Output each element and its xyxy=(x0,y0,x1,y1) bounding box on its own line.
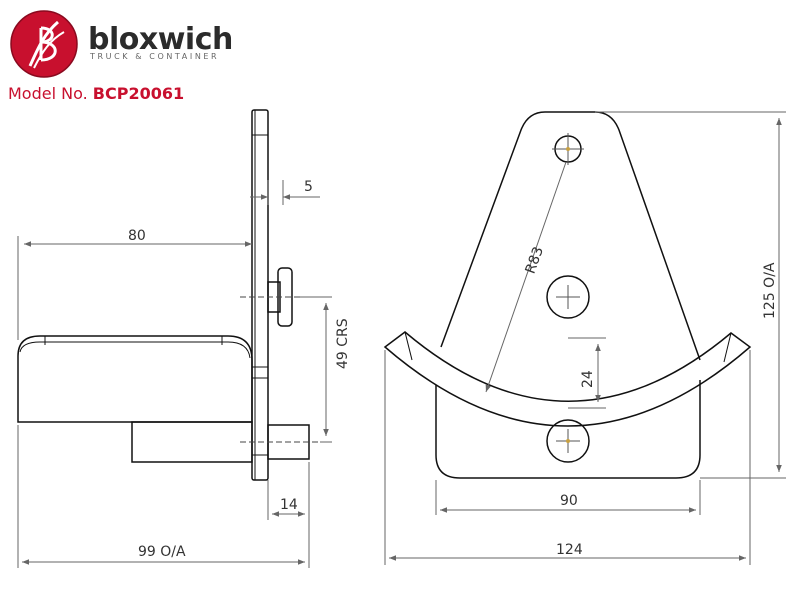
model-line: Model No. BCP20061 xyxy=(8,84,184,103)
bloxwich-logo-icon xyxy=(10,10,78,78)
side-dimensions xyxy=(17,180,332,568)
dim-overall-height: 125 O/A xyxy=(762,262,778,319)
brand-tagline: TRUCK & CONTAINER xyxy=(90,52,220,61)
dim-bolt-projection: 14 xyxy=(280,497,298,513)
triangle-plate xyxy=(440,111,701,361)
model-label: Model No. xyxy=(8,84,88,103)
brand-name: bloxwich xyxy=(88,22,233,57)
dim-overall-width: 124 xyxy=(556,542,583,558)
lower-pin xyxy=(131,421,253,463)
center-marks xyxy=(552,133,584,453)
bottom-hole xyxy=(546,419,590,463)
curved-guide xyxy=(383,331,752,427)
base-plate xyxy=(435,380,701,479)
model-number: BCP20061 xyxy=(92,84,185,103)
dim-radius: R83 xyxy=(523,245,547,276)
middle-hole xyxy=(546,275,590,319)
dim-overall-depth: 99 O/A xyxy=(138,544,186,560)
dim-hole-offset: 24 xyxy=(580,370,596,388)
roller-arm xyxy=(17,335,253,423)
dim-plate-thickness: 5 xyxy=(304,179,313,195)
brand-logo: bloxwich TRUCK & CONTAINER xyxy=(8,8,238,88)
dim-arm-length: 80 xyxy=(128,228,146,244)
dim-base-width: 90 xyxy=(560,493,578,509)
side-view xyxy=(17,109,320,481)
dim-mount-spacing: 49 CRS xyxy=(335,318,351,369)
side-plate xyxy=(251,109,269,481)
front-dimensions xyxy=(384,111,786,565)
